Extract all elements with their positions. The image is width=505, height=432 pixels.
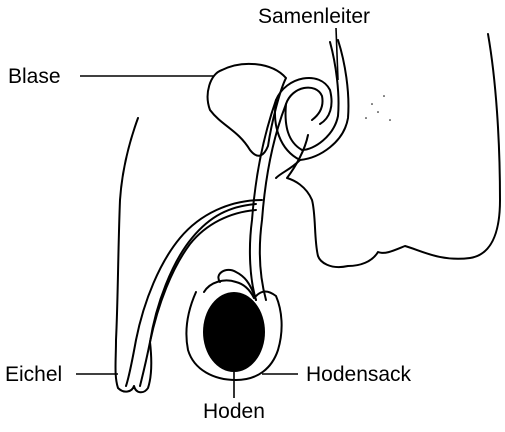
body-outline [287, 34, 500, 267]
label-blase: Blase [8, 66, 61, 87]
stipple-dot [377, 111, 379, 113]
label-hoden: Hoden [203, 401, 265, 422]
stipple-dot [371, 103, 373, 105]
label-samenleiter: Samenleiter [258, 6, 370, 27]
label-hodensack: Hodensack [306, 364, 411, 385]
stipple-dot [383, 95, 385, 97]
stipple-dot [389, 119, 391, 121]
hoden-shape [203, 292, 265, 372]
samenleiter-strand-b [260, 104, 286, 300]
label-eichel: Eichel [5, 364, 62, 385]
stipple-dot [365, 117, 367, 119]
